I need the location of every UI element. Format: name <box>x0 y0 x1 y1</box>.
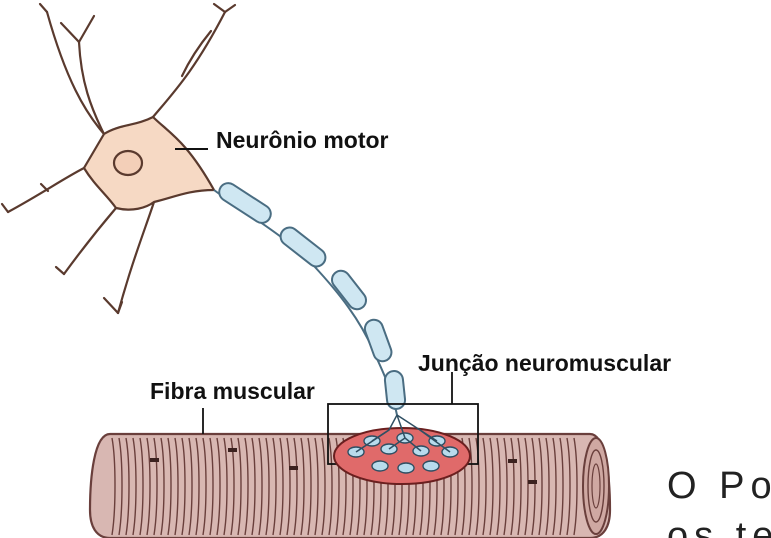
motor-neuron-label: Neurônio motor <box>216 127 389 154</box>
neuromuscular-junction-label: Junção neuromuscular <box>418 350 671 377</box>
side-text-line-1: O Po <box>667 465 771 508</box>
myelin-segments <box>216 180 406 410</box>
side-text-line-2: os te <box>667 515 771 538</box>
neuron-nucleus <box>114 151 142 175</box>
neuromuscular-junction <box>328 404 478 484</box>
muscle-fiber-label: Fibra muscular <box>150 378 315 405</box>
